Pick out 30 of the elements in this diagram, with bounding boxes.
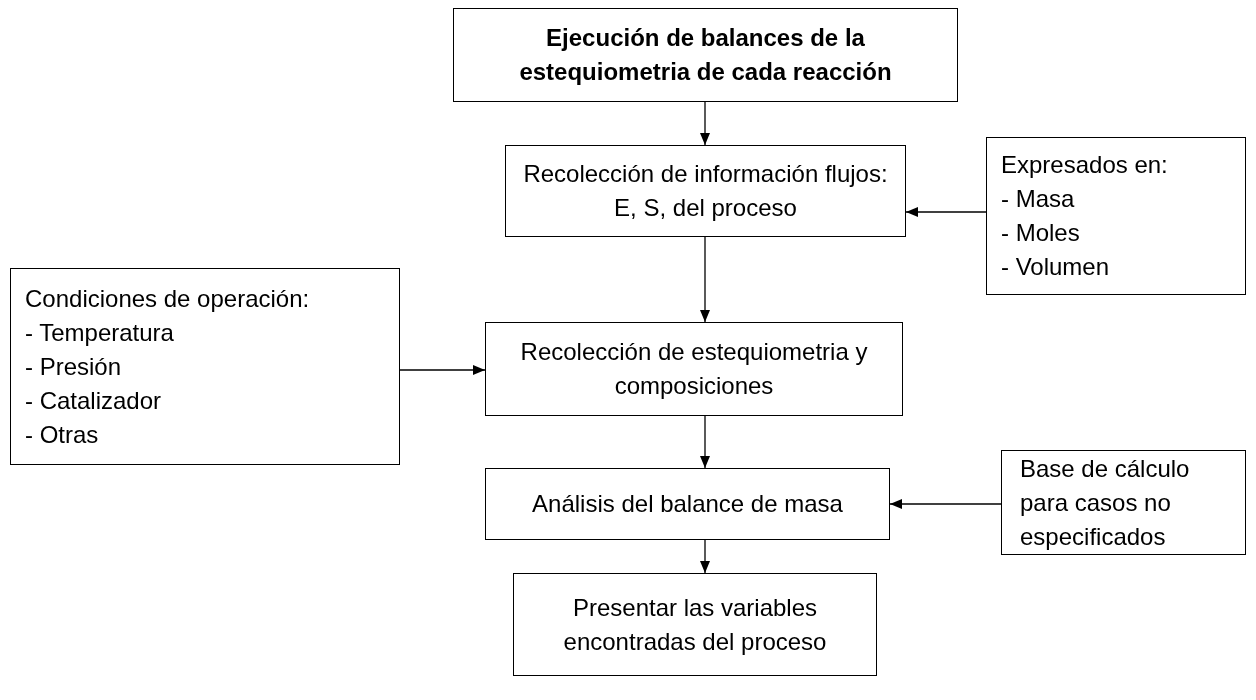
- box-text: - Moles: [1001, 218, 1080, 248]
- box-text: Recolección de información flujos: E, S, del proceso: [522, 159, 889, 223]
- arrow: [700, 539, 710, 574]
- box-text: Análisis del balance de masa: [532, 489, 843, 519]
- box-text: Expresados en:: [1001, 150, 1168, 180]
- box-text: - Temperatura: [25, 317, 174, 348]
- process-box: [986, 137, 1246, 295]
- process-box: [485, 322, 903, 416]
- box-text: - Volumen: [1001, 252, 1110, 282]
- arrow: [700, 415, 710, 469]
- box-text: Ejecución de balances de la estequiometria de cada reacción: [518, 23, 893, 87]
- process-box: [513, 573, 877, 676]
- box-text: - Masa: [1001, 184, 1075, 214]
- process-box: [10, 268, 400, 465]
- process-box: [1001, 450, 1246, 555]
- box-text: Base de cálculo para casos no especificados: [1020, 453, 1191, 552]
- arrow: [889, 499, 1002, 509]
- process-box: [453, 8, 958, 102]
- box-text: Presentar las variables encontradas del proceso: [562, 592, 828, 657]
- box-text: - Catalizador: [25, 385, 162, 416]
- box-text: - Presión: [25, 351, 122, 382]
- process-box: [485, 468, 890, 540]
- arrow: [700, 236, 710, 323]
- arrow: [905, 207, 987, 217]
- process-box: [505, 145, 906, 237]
- box-text: - Otras: [25, 419, 99, 450]
- box-text: Recolección de estequiometria y composiciones: [519, 337, 869, 401]
- box-text: Condiciones de operación:: [25, 283, 310, 314]
- arrow: [700, 101, 710, 146]
- arrow: [399, 365, 486, 375]
